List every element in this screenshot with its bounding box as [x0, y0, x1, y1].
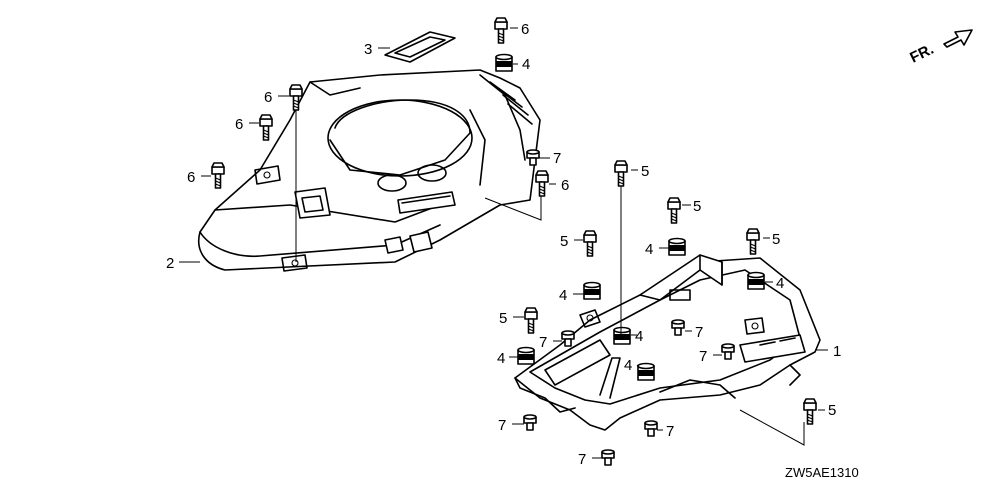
diagram-code: ZW5AE1310	[785, 465, 859, 480]
gasket	[384, 31, 456, 63]
front-direction-indicator: FR.	[907, 29, 973, 67]
callout-1: 1	[833, 343, 841, 360]
callout-5: 5	[499, 310, 507, 327]
leader-lines	[179, 27, 828, 459]
callout-7: 7	[539, 334, 547, 351]
front-arrow-icon	[943, 29, 973, 48]
callout-5: 5	[828, 402, 836, 419]
callout-4: 4	[635, 328, 643, 345]
callout-6: 6	[264, 89, 272, 106]
lower-frame	[514, 254, 821, 431]
callout-5: 5	[641, 163, 649, 180]
callout-6: 6	[187, 169, 195, 186]
callout-6: 6	[521, 21, 529, 38]
front-direction-label: FR.	[907, 41, 936, 67]
callout-7: 7	[695, 324, 703, 341]
callout-5: 5	[772, 231, 780, 248]
callout-2: 2	[166, 255, 174, 272]
callout-6: 6	[235, 116, 243, 133]
callout-4: 4	[522, 56, 530, 73]
callout-7: 7	[666, 423, 674, 440]
callout-5: 5	[560, 233, 568, 250]
callout-4: 4	[559, 287, 567, 304]
callout-7: 7	[578, 451, 586, 468]
callout-4: 4	[497, 350, 505, 367]
callout-6: 6	[561, 177, 569, 194]
callout-labels: 1 2 3 4 4 4 4 4 4 4 5 5 5 5 5 5 6 6 6 6 …	[166, 21, 841, 468]
callout-4: 4	[624, 357, 632, 374]
callout-7: 7	[498, 417, 506, 434]
callout-4: 4	[645, 241, 653, 258]
callout-5: 5	[693, 198, 701, 215]
upper-cover	[198, 69, 541, 272]
callout-4: 4	[776, 275, 784, 292]
callout-7: 7	[699, 348, 707, 365]
callout-3: 3	[364, 41, 372, 58]
callout-7: 7	[553, 150, 561, 167]
